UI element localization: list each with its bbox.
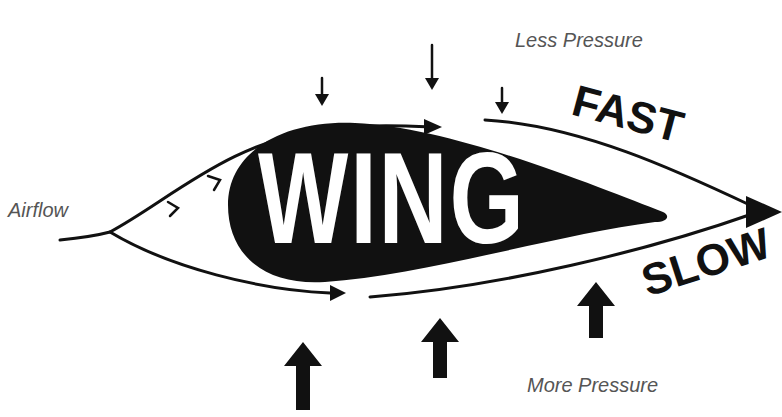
- pressure-arrow-up: [421, 318, 459, 378]
- pressure-arrow: [431, 45, 434, 80]
- arrow-head: [330, 285, 346, 301]
- pressure-arrow: [501, 88, 504, 104]
- pressure-note: More Pressure: [527, 375, 658, 395]
- airfoil-fill: [228, 123, 667, 283]
- speed-label: SLOW: [636, 221, 775, 304]
- wing-shape: WING: [225, 115, 670, 287]
- arrow-head: [315, 94, 329, 106]
- airflow-label: Airflow: [8, 200, 68, 220]
- wing-label: WING: [258, 133, 526, 263]
- flow-chevron: [208, 176, 220, 190]
- arrow-head: [495, 102, 509, 114]
- pressure-arrow-up: [577, 282, 615, 338]
- pressure-note: Less Pressure: [515, 30, 643, 50]
- pressure-arrow-up: [284, 342, 322, 410]
- flow-chevron: [168, 202, 178, 216]
- pressure-arrow: [321, 78, 324, 96]
- arrow-head: [425, 78, 439, 90]
